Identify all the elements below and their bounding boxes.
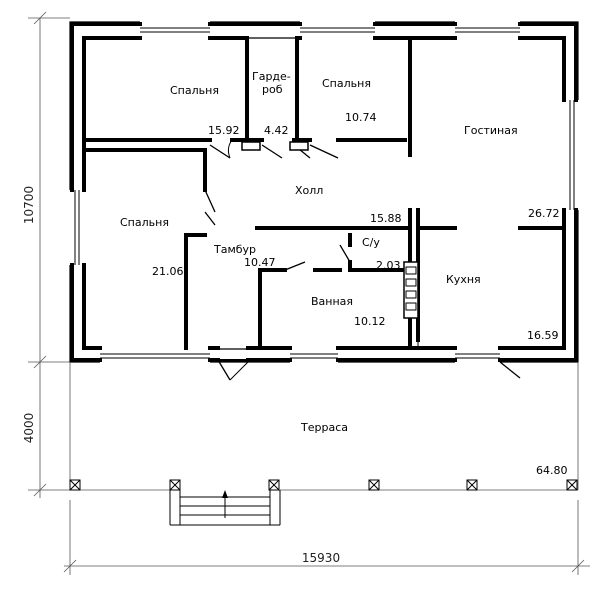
room-terrace-name: Терраса (300, 421, 348, 434)
kitchen-counter (403, 261, 419, 319)
room-living-name: Гостиная (464, 124, 518, 137)
room-vestibule-name: Тамбур (213, 243, 256, 256)
windows (69, 21, 580, 364)
dim-height-terrace: 4000 (22, 413, 36, 444)
room-bedroom-2-area: 10.74 (345, 111, 377, 124)
room-wardrobe-name-1: Гарде- (252, 70, 291, 83)
room-living-area: 26.72 (528, 207, 560, 220)
room-wc-area: 2.03 (376, 259, 401, 272)
room-bathroom-name: Ванная (311, 295, 353, 308)
room-hall-area: 15.88 (370, 212, 402, 225)
room-bedroom-3-name: Спальня (120, 216, 169, 229)
interior-walls (82, 36, 566, 350)
room-terrace-area: 64.80 (536, 464, 568, 477)
room-kitchen-area: 16.59 (527, 329, 559, 342)
room-hall-name: Холл (295, 184, 323, 197)
room-wardrobe-area: 4.42 (264, 124, 289, 137)
room-vestibule-area: 10.47 (244, 256, 276, 269)
dimension-lines (28, 11, 590, 575)
room-bedroom-1-area: 15.92 (208, 124, 240, 137)
terrace-posts (69, 479, 578, 491)
room-bedroom-1-name: Спальня (170, 84, 219, 97)
room-bedroom-3-area: 21.06 (152, 265, 184, 278)
room-labels: Спальня 15.92 Гарде- роб 4.42 Спальня 10… (120, 70, 568, 477)
exterior-walls (69, 21, 579, 363)
terrace (69, 362, 579, 491)
dim-height-house: 10700 (22, 186, 36, 224)
terrace-stairs (169, 490, 281, 526)
dim-width-total: 15930 (302, 551, 340, 565)
room-wardrobe-name-2: роб (262, 83, 283, 96)
room-kitchen-name: Кухня (446, 273, 481, 286)
doors (204, 139, 521, 381)
room-wc-name: С/у (362, 236, 380, 249)
room-bedroom-2-name: Спальня (322, 77, 371, 90)
room-bathroom-area: 10.12 (354, 315, 386, 328)
exterior-wall-segments (70, 22, 578, 362)
